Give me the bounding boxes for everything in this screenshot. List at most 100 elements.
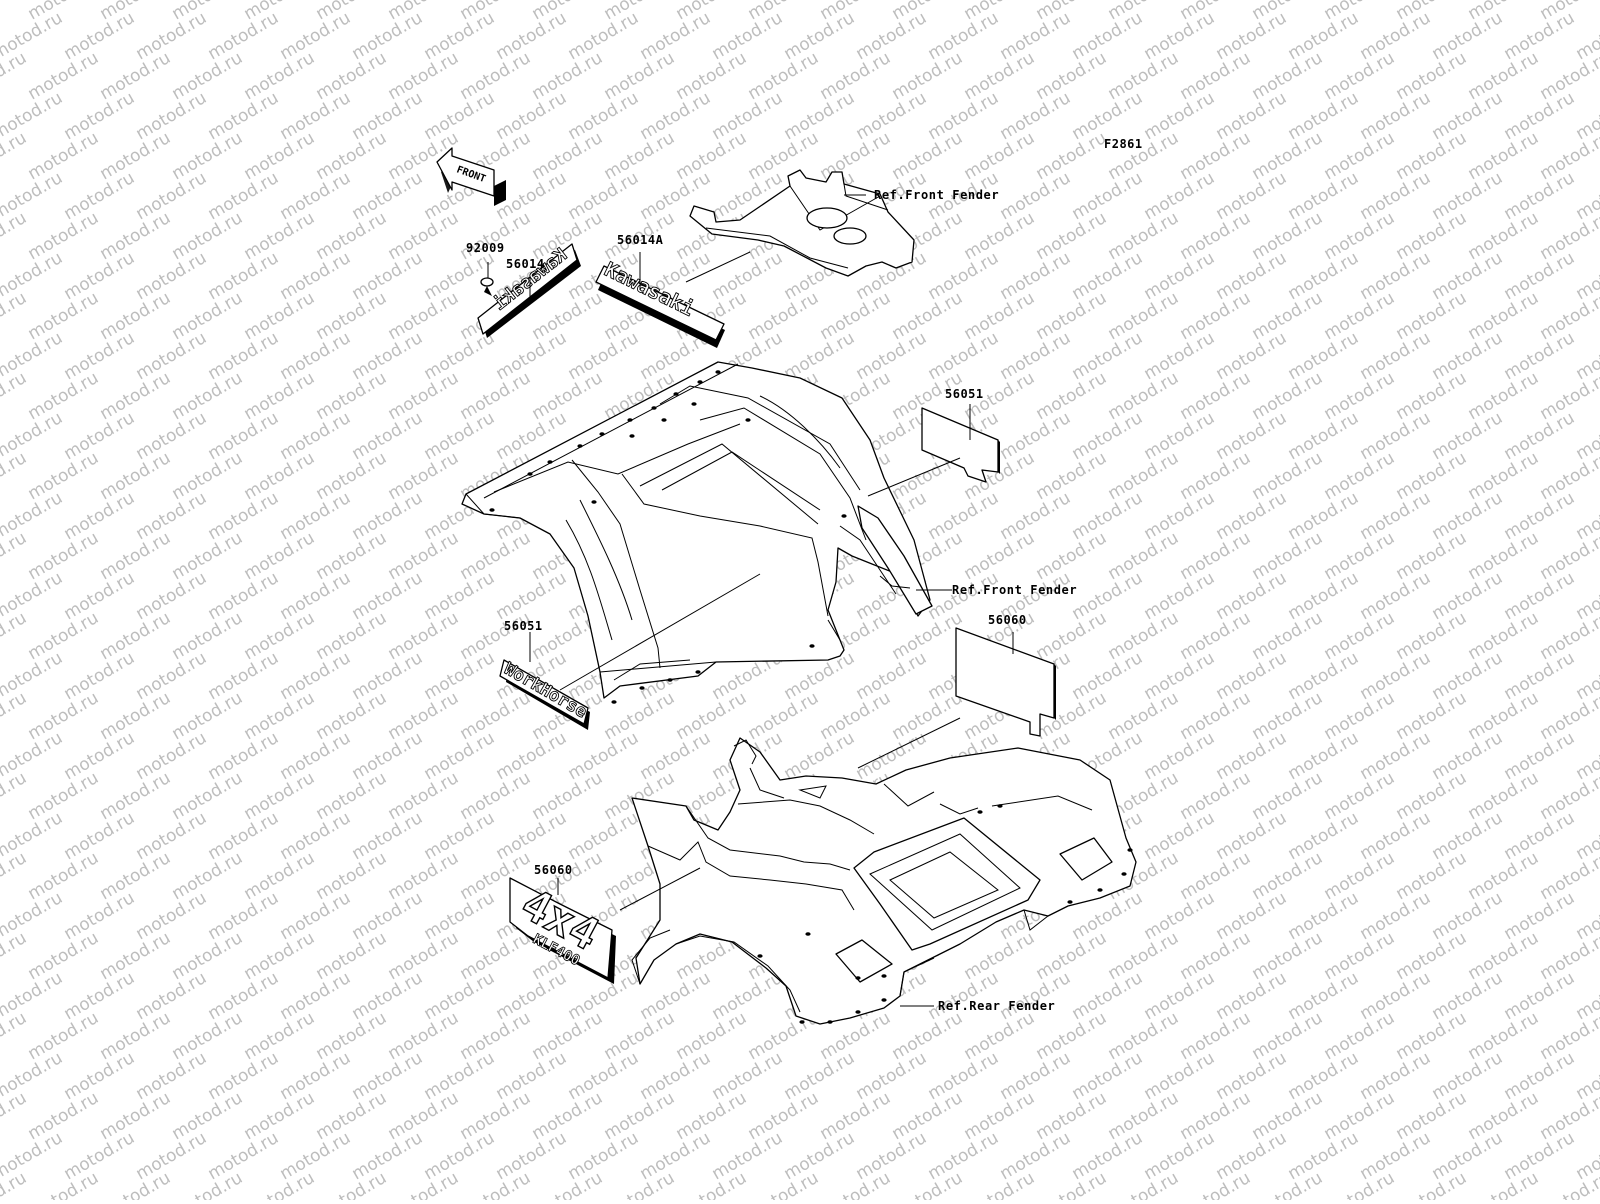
watermark-text: motod.ru (853, 1128, 931, 1184)
watermark-text: motod.ru (1213, 8, 1291, 64)
watermark-text: motod.ru (1213, 168, 1291, 224)
watermark-text: motod.ru (1069, 408, 1147, 464)
watermark-text: motod.ru (241, 848, 319, 904)
watermark-text: motod.ru (313, 128, 391, 184)
mounting-hole (1127, 848, 1132, 852)
watermark-text: motod.ru (1321, 288, 1399, 344)
watermark-text: motod.ru (0, 928, 30, 984)
watermark-text: motod.ru (889, 288, 967, 344)
watermark-text: motod.ru (493, 8, 571, 64)
watermark-text: motod.ru (1501, 8, 1579, 64)
watermark-text: motod.ru (1501, 168, 1579, 224)
watermark-text: motod.ru (1105, 528, 1183, 584)
watermark-text: motod.ru (421, 888, 499, 944)
watermark-text: motod.ru (61, 328, 139, 384)
watermark-text: motod.ru (241, 928, 319, 984)
watermark-text: motod.ru (133, 568, 211, 624)
mounting-hole (855, 1010, 860, 1014)
watermark-text: motod.ru (1249, 528, 1327, 584)
watermark-text: motod.ru (313, 688, 391, 744)
watermark-text: motod.ru (565, 328, 643, 384)
watermark-text: motod.ru (277, 168, 355, 224)
watermark-text: motod.ru (61, 648, 139, 704)
watermark-text: motod.ru (1033, 448, 1111, 504)
watermark-text: motod.ru (925, 248, 1003, 304)
mounting-hole (661, 418, 666, 422)
watermark-text: motod.ru (1501, 1048, 1579, 1104)
watermark-text: motod.ru (1393, 1008, 1471, 1064)
watermark-text: motod.ru (1105, 208, 1183, 264)
watermark-text: motod.ru (205, 488, 283, 544)
watermark-text: motod.ru (241, 48, 319, 104)
watermark-text: motod.ru (1105, 928, 1183, 984)
watermark-text: motod.ru (1393, 688, 1471, 744)
label-56051-left: 56051 (504, 619, 543, 633)
watermark-text: motod.ru (0, 688, 30, 744)
watermark-text: motod.ru (1105, 608, 1183, 664)
watermark-text: motod.ru (1177, 608, 1255, 664)
watermark-text: motod.ru (1069, 1128, 1147, 1184)
watermark-text: motod.ru (421, 728, 499, 784)
watermark-text: motod.ru (997, 168, 1075, 224)
watermark-text: motod.ru (1105, 1088, 1183, 1144)
watermark-text: motod.ru (1465, 928, 1543, 984)
watermark-text: motod.ru (1213, 808, 1291, 864)
watermark-text: motod.ru (25, 288, 103, 344)
watermark-text: motod.ru (349, 248, 427, 304)
watermark-text: motod.ru (133, 248, 211, 304)
watermark-text: motod.ru (1357, 8, 1435, 64)
watermark-text: motod.ru (1033, 928, 1111, 984)
watermark-text: motod.ru (1141, 248, 1219, 304)
watermark-text: motod.ru (1285, 488, 1363, 544)
watermark-text: motod.ru (781, 1048, 859, 1104)
watermark-text: motod.ru (1033, 608, 1111, 664)
watermark-text: motod.ru (1249, 208, 1327, 264)
watermark-text: motod.ru (457, 688, 535, 744)
watermark-text: motod.ru (637, 728, 715, 784)
watermark-text: motod.ru (925, 8, 1003, 64)
watermark-text: motod.ru (1141, 88, 1219, 144)
mounting-hole (827, 1020, 832, 1024)
watermark-text: motod.ru (169, 608, 247, 664)
watermark-text: motod.ru (1141, 328, 1219, 384)
watermark-text: motod.ru (133, 328, 211, 384)
watermark-text: motod.ru (0, 128, 30, 184)
watermark-text: motod.ru (1357, 648, 1435, 704)
watermark-text: motod.ru (97, 1088, 175, 1144)
watermark-text: motod.ru (169, 208, 247, 264)
watermark-text: motod.ru (1285, 648, 1363, 704)
watermark-text: motod.ru (1141, 648, 1219, 704)
watermark-text: motod.ru (349, 88, 427, 144)
watermark-text: motod.ru (925, 1128, 1003, 1184)
watermark-text: motod.ru (421, 408, 499, 464)
watermark-text: motod.ru (1069, 248, 1147, 304)
mounting-hole (805, 932, 810, 936)
watermark-text: motod.ru (1321, 448, 1399, 504)
watermark-text: motod.ru (1141, 488, 1219, 544)
watermark-text: motod.ru (0, 0, 30, 24)
watermark-text: motod.ru (277, 568, 355, 624)
watermark-text: motod.ru (133, 488, 211, 544)
watermark-text: motod.ru (61, 1128, 139, 1184)
watermark-text: motod.ru (1357, 168, 1435, 224)
watermark-text: motod.ru (169, 1088, 247, 1144)
watermark-text: motod.ru (1321, 1008, 1399, 1064)
label-56014: 56014 (506, 257, 545, 271)
watermark-text: motod.ru (889, 1008, 967, 1064)
watermark-text: motod.ru (673, 128, 751, 184)
watermark-text: motod.ru (241, 528, 319, 584)
watermark-text: motod.ru (313, 528, 391, 584)
watermark-text: motod.ru (1429, 248, 1507, 304)
watermark-text: motod.ru (457, 48, 535, 104)
watermark-text: motod.ru (457, 1008, 535, 1064)
watermark-text: motod.ru (1069, 568, 1147, 624)
screw-92009 (481, 278, 493, 296)
watermark-text: motod.ru (889, 48, 967, 104)
watermark-text: motod.ru (1357, 808, 1435, 864)
mounting-hole (673, 392, 678, 396)
watermark-text: motod.ru (457, 368, 535, 424)
watermark-text: motod.ru (709, 968, 787, 1024)
watermark-text: motod.ru (421, 968, 499, 1024)
watermark-text: motod.ru (1285, 1128, 1363, 1184)
watermark-text: motod.ru (1357, 408, 1435, 464)
